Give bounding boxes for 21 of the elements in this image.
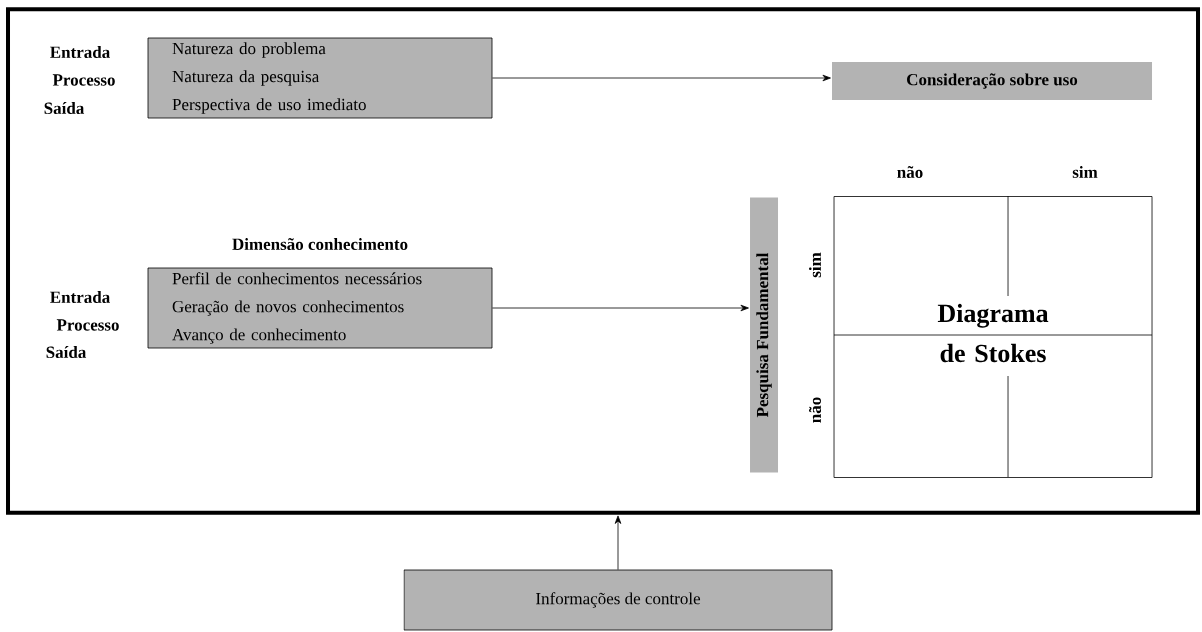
box-heading: Dimensão conhecimento [232,238,408,250]
side-label: Saída [44,102,85,114]
quadrant-diagram: Diagrama de Stokes [833,195,1153,478]
text-box: Informações de controle [403,569,833,631]
side-label: sim [1072,166,1098,178]
side-label: não [897,166,923,178]
side-label: sim [809,252,821,278]
text-box: Natureza do problema Natureza da pesquisa Perspectiva de uso imediato [147,37,493,119]
side-label: Saída [46,346,87,358]
frame-box [6,7,1200,515]
vertical-bar: Pesquisa Fundamental [750,197,778,473]
arrow [492,74,831,82]
text-box: Perfil de conhecimentos necessários Geração de novos conhecimentos Avanço de conhecimento [147,267,493,349]
side-label: não [809,397,821,423]
text-box: Consideração sobre uso [832,62,1152,100]
side-label: Entrada [50,291,110,303]
arrow [492,304,749,312]
side-label: Entrada [50,46,110,58]
side-label: Processo [56,319,119,331]
side-label: Processo [52,74,115,86]
arrow [614,515,622,570]
